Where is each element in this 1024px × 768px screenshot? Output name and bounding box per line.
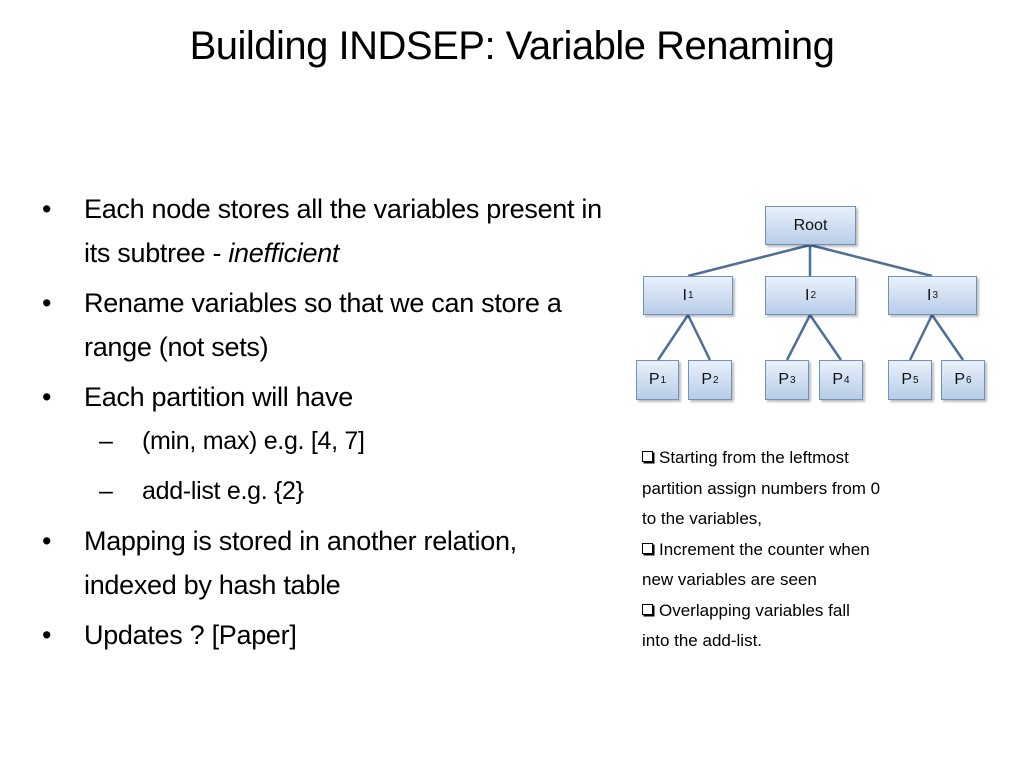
bullet-list: • Each node stores all the variables pre… <box>42 187 602 663</box>
tree-edge <box>686 314 712 361</box>
node-subscript: 6 <box>966 374 972 386</box>
bullet-marker: • <box>42 620 52 650</box>
tree-node-root: Root <box>765 206 856 245</box>
node-label: P <box>701 371 713 388</box>
note-text: Increment the counter when <box>659 539 870 559</box>
checkbox-icon <box>642 451 653 462</box>
notes-box: Starting from the leftmost partition ass… <box>642 443 987 657</box>
tree-edge <box>785 314 812 361</box>
node-subscript: 5 <box>913 374 919 386</box>
node-subscript: 1 <box>687 290 694 301</box>
tree-edge <box>809 243 933 278</box>
bullet-item: • Updates ? [Paper] <box>42 613 602 657</box>
sub-bullet-item: – add-list e.g. {2} <box>99 469 602 513</box>
bullet-marker: • <box>42 194 52 224</box>
bullet-text: Each partition will have <box>84 382 353 412</box>
sub-bullet-item: – (min, max) e.g. [4, 7] <box>99 419 602 463</box>
node-label: P <box>901 371 913 388</box>
node-label: I <box>804 286 810 304</box>
bullet-marker: • <box>42 382 52 412</box>
checkbox-icon <box>642 603 653 615</box>
note-line: Increment the counter when <box>642 535 987 566</box>
node-label: Root <box>793 216 828 234</box>
bullet-item: • Mapping is stored in another relation,… <box>42 519 602 607</box>
bullet-item: • Each partition will have – (min, max) … <box>42 375 602 513</box>
bullet-emphasis: inefficient <box>228 238 340 268</box>
tree-edges <box>656 243 965 361</box>
node-label: P <box>832 371 844 388</box>
sub-bullet-list: – (min, max) e.g. [4, 7] – add-list e.g.… <box>84 419 602 513</box>
sub-bullet-marker: – <box>99 477 113 505</box>
note-text: Overlapping variables fall <box>659 600 850 620</box>
node-subscript: 1 <box>660 374 667 386</box>
note-line: Overlapping variables fall <box>642 596 987 627</box>
node-subscript: 3 <box>790 374 796 386</box>
note-line: into the add-list. <box>642 631 763 650</box>
tree-edge <box>908 314 934 361</box>
node-label: I <box>682 286 687 304</box>
sub-bullet-text: (min, max) e.g. [4, 7] <box>142 427 365 455</box>
tree-edge <box>687 243 811 278</box>
node-subscript: 3 <box>932 290 938 301</box>
note-line: to the variables, <box>642 509 763 528</box>
node-label: I <box>926 286 932 304</box>
bullet-text: Each node stores all the variables prese… <box>84 194 602 268</box>
bullet-marker: • <box>42 288 52 318</box>
bullet-text: Mapping is stored in another relation, i… <box>84 526 517 600</box>
node-subscript: 2 <box>810 290 816 301</box>
tree-edge <box>930 314 965 361</box>
bullet-marker: • <box>42 526 52 556</box>
tree-edge <box>656 314 690 361</box>
node-subscript: 4 <box>844 374 850 386</box>
note-text: Starting from the leftmost <box>659 448 849 467</box>
tree-edge <box>808 314 843 361</box>
bullet-item: • Rename variables so that we can store … <box>42 281 602 369</box>
sub-bullet-marker: – <box>99 427 113 455</box>
node-label: P <box>954 371 966 388</box>
bullet-text: Updates ? [Paper] <box>84 620 297 650</box>
node-label: P <box>648 371 660 388</box>
slide-title: Building INDSEP: Variable Renaming <box>189 24 835 68</box>
node-label: P <box>778 371 790 388</box>
sub-bullet-text: add-list e.g. {2} <box>142 477 304 505</box>
checkbox-icon <box>642 542 653 554</box>
bullet-item: • Each node stores all the variables pre… <box>42 187 602 275</box>
note-line: new variables are seen <box>642 570 817 589</box>
bullet-text: Rename variables so that we can store a … <box>84 288 562 362</box>
note-line: partition assign numbers from 0 <box>642 478 881 498</box>
node-subscript: 2 <box>713 374 719 386</box>
note-line: Starting from the leftmost <box>642 443 987 474</box>
